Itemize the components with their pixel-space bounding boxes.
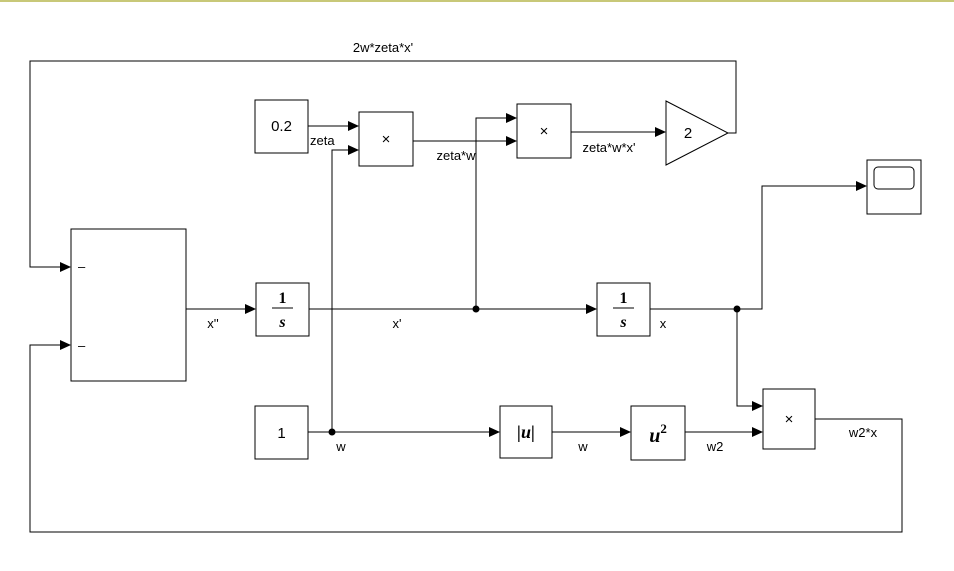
arrow-product2-in2 [506,136,517,146]
integrator-1-denominator: s [278,314,285,331]
sum-block[interactable]: – – [70,228,187,382]
wire-x-to-product3[interactable] [736,309,752,407]
constant-zeta-block[interactable]: 0.2 [254,99,309,154]
wire-xdot-to-product2[interactable] [475,117,507,309]
abs-block[interactable]: |u| [499,405,553,459]
integrator-block-1[interactable]: 1 s [255,282,310,337]
arrow-sum-port2 [60,340,71,350]
signal-label-xdot: x' [393,316,402,331]
wire-w-to-product1[interactable] [331,149,349,432]
arrow-product2-in1 [506,113,517,123]
integrator-1-numerator: 1 [279,290,287,307]
branch-point-xdot [472,305,480,313]
arrow-integrator1-in [245,304,256,314]
sum-port1-sign: – [78,259,86,274]
square-base: u [649,425,660,447]
arrow-product3-in2 [752,427,763,437]
signal-label-w-abs: w [577,439,588,454]
arrow-product3-in1 [752,401,763,411]
branch-point-w [328,428,336,436]
branch-point-x [733,305,741,313]
signal-label-x: x [660,316,667,331]
top-border [0,0,954,2]
arrow-gain-in [655,127,666,137]
product-3-symbol: × [785,411,794,428]
integrator-block-2[interactable]: 1 s [596,282,651,337]
arrow-abs-in [489,427,500,437]
signal-label-zeta-w: zeta*w [436,148,476,163]
constant-zeta-value: 0.2 [271,118,292,135]
product-block-1[interactable]: × [358,111,414,167]
sum-port2-sign: – [78,338,86,353]
signal-label-feedback-top: 2w*zeta*x' [353,40,413,55]
signal-label-w2x: w2*x [848,425,878,440]
product-1-symbol: × [382,131,391,148]
constant-w-value: 1 [277,425,285,442]
product-2-symbol: × [540,123,549,140]
signal-label-xddot: x'' [207,316,218,331]
integrator-2-denominator: s [619,314,626,331]
abs-label: |u| [517,422,535,442]
wire-x-to-scope[interactable] [650,185,856,310]
arrow-sum-port1 [60,262,71,272]
signal-label-zeta: zeta [310,133,335,148]
arrow-integrator2-in [586,304,597,314]
arrow-square-in [620,427,631,437]
arrow-scope-in [856,181,867,191]
constant-w-block[interactable]: 1 [254,405,309,460]
integrator-2-numerator: 1 [620,290,628,307]
gain-block[interactable]: 2 [665,100,730,166]
wire-product-w2x-to-sum-port2[interactable] [29,344,903,533]
product-block-2[interactable]: × [516,103,572,159]
product-block-3[interactable]: × [762,388,816,450]
wire-gain-to-sum-port1[interactable] [29,60,737,268]
arrow-product1-in1 [348,121,359,131]
signal-label-w-const: w [335,439,346,454]
signal-label-w2: w2 [706,439,724,454]
scope-block[interactable] [866,159,922,215]
gain-value: 2 [684,125,692,142]
scope-screen-icon [873,166,915,190]
arrow-product1-in2 [348,145,359,155]
square-exponent: 2 [660,421,667,436]
square-block[interactable]: u2 [630,405,686,461]
square-label: u2 [649,421,667,447]
signal-label-zeta-w-xdot: zeta*w*x' [582,140,635,155]
